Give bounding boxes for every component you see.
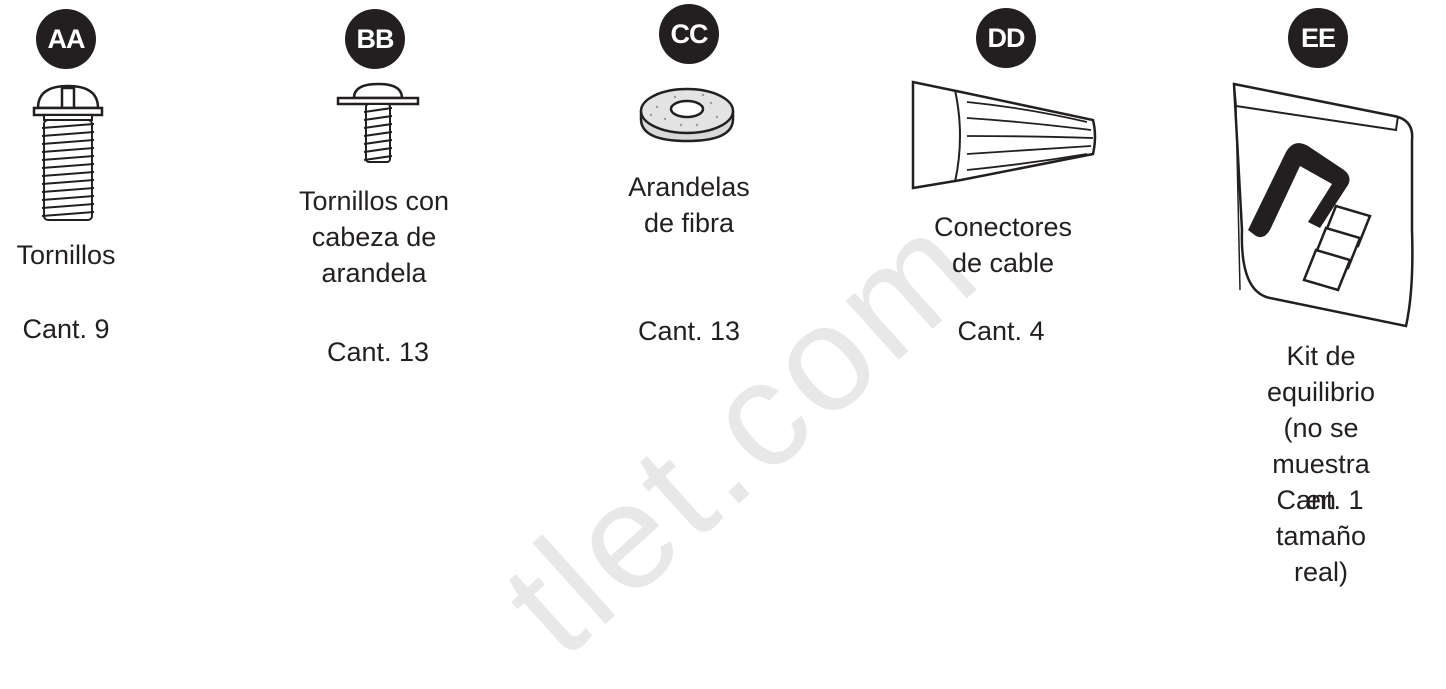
balancing-kit-icon	[1232, 82, 1414, 328]
part-name-bb: Tornillos con cabeza de arandela	[298, 186, 450, 288]
part-qty-cc: Cant. 13	[637, 316, 741, 346]
watermark: tlet.com	[471, 177, 1010, 687]
part-qty-ee: Cant. 1	[1276, 485, 1364, 515]
part-badge-aa: AA	[36, 9, 96, 69]
part-qty-bb: Cant. 13	[326, 337, 430, 367]
part-name-cc: Arandelas de fibra	[628, 172, 750, 238]
wire-connector-icon	[911, 80, 1097, 190]
part-badge-dd: DD	[976, 8, 1036, 68]
part-badge-cc: CC	[659, 4, 719, 64]
part-name-aa: Tornillos	[16, 240, 116, 270]
part-qty-dd: Cant. 4	[957, 316, 1045, 346]
part-badge-ee: EE	[1288, 8, 1348, 68]
fiber-washer-icon	[639, 87, 735, 143]
part-qty-aa: Cant. 9	[22, 314, 110, 344]
part-name-dd: Conectores de cable	[933, 212, 1073, 278]
washer-head-screw-icon	[336, 82, 420, 163]
screw-icon	[32, 84, 104, 221]
part-name-ee: Kit de equilibrio (no se muestra en tama…	[1266, 341, 1376, 587]
part-badge-bb: BB	[345, 9, 405, 69]
